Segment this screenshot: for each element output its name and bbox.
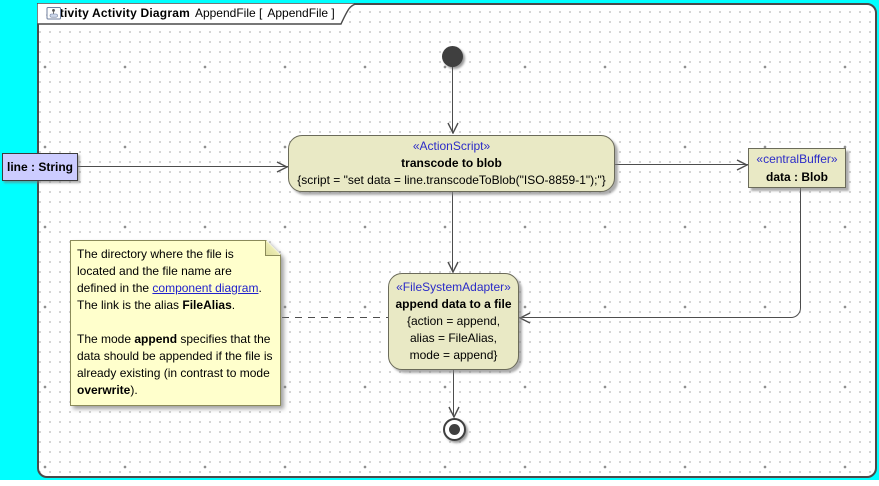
- note-paragraph: The directory where the file is located …: [77, 246, 274, 314]
- action-tag-line: mode = append}: [409, 348, 498, 362]
- stereotype-label: «FileSystemAdapter»: [396, 280, 511, 294]
- frame-header-ref: AppendFile ]: [267, 6, 335, 20]
- note-paragraph: The mode append specifies that the data …: [77, 331, 274, 399]
- note-text-bold: overwrite: [77, 383, 131, 397]
- edge-line-to-transcode[interactable]: [78, 166, 288, 167]
- note-text: . The link is the alias: [77, 281, 262, 312]
- stereotype-label: «ActionScript»: [412, 139, 491, 153]
- component-diagram-link[interactable]: component diagram: [152, 281, 259, 295]
- initial-node[interactable]: [442, 46, 463, 67]
- arrowhead-left-icon: [519, 312, 531, 324]
- central-buffer-node[interactable]: «centralBuffer» data : Blob: [748, 148, 846, 188]
- diagram-frame-header[interactable]: activity Activity Diagram AppendFile [ A…: [37, 3, 363, 25]
- note-text: The mode: [77, 332, 135, 346]
- activity-final-node[interactable]: [443, 418, 466, 441]
- edge-transcode-to-buffer[interactable]: [615, 164, 748, 165]
- frame-header-kind: activity Activity Diagram: [46, 6, 190, 20]
- action-tag-line: {action = append,: [406, 314, 501, 328]
- note-text: .: [231, 298, 236, 312]
- note-text: The directory where the file is located …: [77, 247, 234, 295]
- stereotype-label: «centralBuffer»: [756, 152, 838, 166]
- note-shadow: The directory where the file is located …: [70, 240, 281, 406]
- arrowhead-down-icon: [447, 122, 459, 134]
- edge-append-to-final[interactable]: [453, 370, 454, 417]
- buffer-name: data : Blob: [766, 170, 828, 184]
- arrowhead-right-icon: [736, 159, 748, 171]
- final-node-dot: [449, 424, 460, 435]
- activity-diagram-icon: [46, 7, 61, 20]
- object-node-line-string[interactable]: line : String: [2, 153, 78, 181]
- action-tag-line: alias = FileAlias,: [409, 331, 498, 345]
- note-fold-icon: [265, 241, 280, 256]
- note-text-bold: append: [134, 332, 178, 346]
- arrowhead-down-icon: [448, 406, 460, 418]
- note-text: ).: [130, 383, 138, 397]
- frame-header-label: activity Activity Diagram AppendFile [ A…: [46, 6, 335, 20]
- note-text: specifies that the data should be append…: [77, 332, 273, 380]
- frame-header-name: AppendFile [: [194, 6, 263, 20]
- action-script-tag: {script = "set data = line.transcodeToBl…: [297, 173, 606, 187]
- frame-header-shape: [37, 3, 360, 25]
- edge-transcode-to-append[interactable]: [452, 192, 453, 272]
- note-text-bold: FileAlias: [182, 298, 232, 312]
- action-transcode-to-blob[interactable]: «ActionScript» transcode to blob {script…: [288, 135, 615, 192]
- action-append-data-to-file[interactable]: «FileSystemAdapter» append data to a fil…: [388, 273, 519, 370]
- comment-note[interactable]: The directory where the file is located …: [70, 240, 281, 406]
- action-name: append data to a file: [395, 297, 512, 311]
- object-node-label: line : String: [7, 160, 73, 174]
- arrowhead-right-icon: [276, 161, 288, 173]
- action-name: transcode to blob: [401, 156, 502, 170]
- edge-initial-to-transcode[interactable]: [452, 67, 453, 133]
- edge-note-anchor[interactable]: [282, 317, 388, 318]
- edge-buffer-to-append[interactable]: [518, 188, 801, 318]
- arrowhead-down-icon: [447, 261, 459, 273]
